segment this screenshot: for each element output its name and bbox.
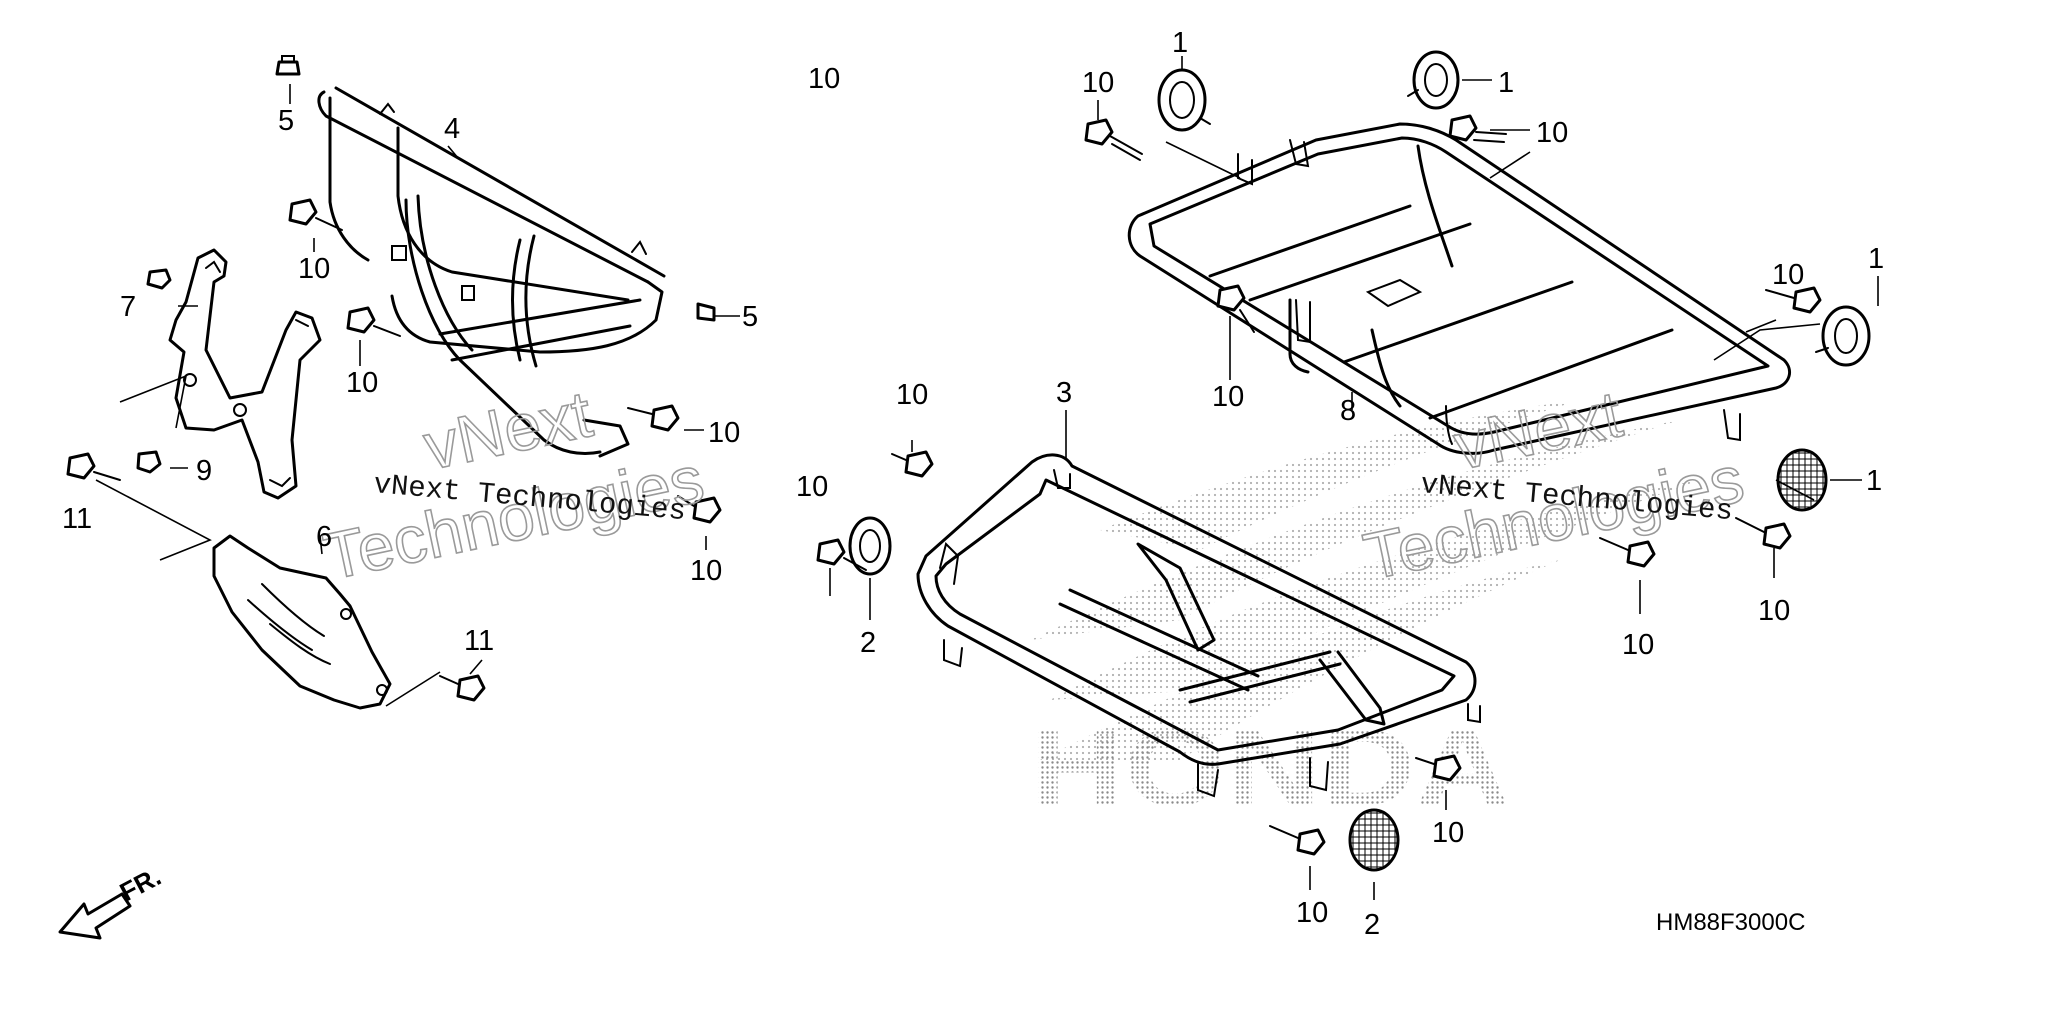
callout-7: 7 [120,291,136,323]
callout-1: 1 [1172,27,1188,59]
callout-11: 11 [464,625,494,657]
leader-lines [95,56,1879,900]
drawing-code: HM88F3000C [1656,909,1805,936]
callout-1: 1 [1498,67,1514,99]
callout-2: 2 [860,627,876,659]
callout-10: 10 [1082,67,1114,99]
honda-logo: HONDA [1030,706,1510,829]
callout-2: 2 [1364,909,1380,941]
callout-10: 10 [796,471,828,503]
part-8-rear-carrier [1127,122,1792,455]
part-1-caps [1157,50,1871,512]
honda-wing-watermark: HONDA [1030,400,1700,829]
callout-10: 10 [1432,817,1464,849]
callout-10: 10 [896,379,928,411]
callout-10: 10 [346,367,378,399]
part-7-front-bracket [168,248,322,500]
callouts: 1 1 1 1 2 2 3 4 5 5 6 7 8 9 10 10 10 10 … [62,27,1884,941]
callout-10: 10 [708,417,740,449]
callout-5: 5 [742,301,758,333]
callout-10: 10 [298,253,330,285]
front-direction-arrow: FR. [58,861,166,940]
part-6-skid-plate [212,534,392,710]
callout-10: 10 [1536,117,1568,149]
watermark-big-word1-right: vNext [1448,376,1628,483]
callout-1: 1 [1866,465,1882,497]
part-5-caps [275,55,716,322]
callout-10: 10 [1772,259,1804,291]
callout-3: 3 [1056,377,1072,409]
part-3-lower-carrier [916,453,1481,798]
callout-10: 10 [1212,381,1244,413]
part-2-caps [848,516,1400,872]
callout-11: 11 [62,503,92,535]
callout-5: 5 [278,105,294,137]
callout-10: 10 [1758,595,1790,627]
callout-4: 4 [444,113,460,145]
callout-6: 6 [316,521,332,553]
callout-10: 10 [1622,629,1654,661]
callout-8: 8 [1340,395,1356,427]
callout-10: 10 [808,63,840,95]
part-4-front-carrier [317,86,666,458]
callout-10: 10 [690,555,722,587]
bolts [66,114,1822,856]
watermark: vNext Technologies vNext Technologies vN… [317,375,1751,594]
callout-10: 10 [1296,897,1328,929]
callout-1: 1 [1868,243,1884,275]
callout-9: 9 [196,455,212,487]
